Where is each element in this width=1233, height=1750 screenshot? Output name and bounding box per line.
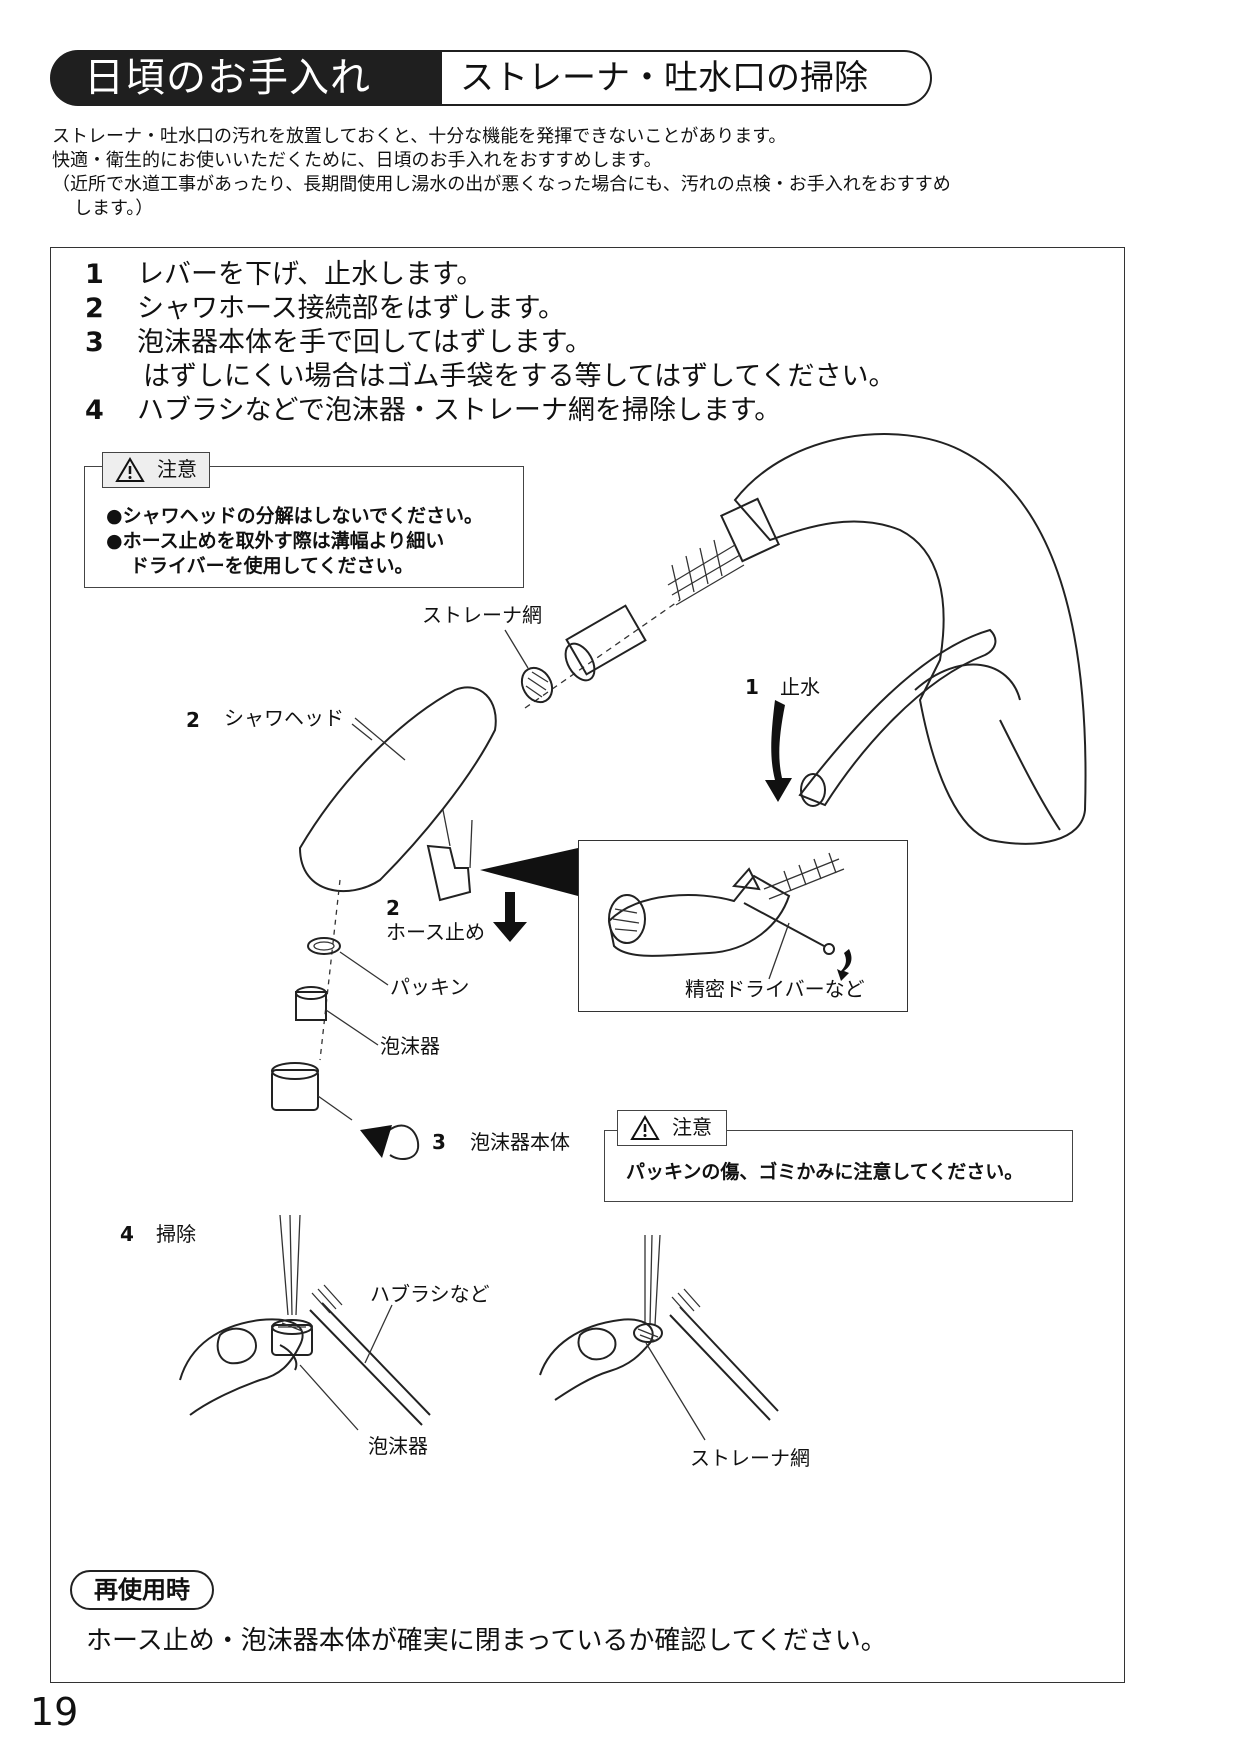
label-stop-water: 止水 bbox=[780, 675, 820, 699]
caution-tag-top: 注意 bbox=[102, 452, 210, 488]
cleaning-illustration bbox=[179, 1215, 779, 1441]
step-1: 1 レバーを下げ、止水します。 bbox=[85, 258, 483, 292]
label-packing: パッキン bbox=[390, 975, 470, 999]
step-number: 3 bbox=[85, 327, 104, 358]
label-hose-stop-number: 2 bbox=[386, 896, 400, 920]
intro-line-1: ストレーナ・吐水口の汚れを放置しておくと、十分な機能を発揮できないことがあります… bbox=[52, 126, 787, 147]
label-strainer-net-bottom: ストレーナ網 bbox=[690, 1446, 810, 1470]
label-hose-stop: ホース止め bbox=[386, 920, 485, 944]
step-3-note: はずしにくい場合はゴム手袋をする等してはずしてください。 bbox=[143, 360, 896, 394]
caution-line-3: ドライバーを使用してください。 bbox=[130, 555, 414, 577]
step-text: ハブラシなどで泡沫器・ストレーナ網を掃除します。 bbox=[137, 395, 782, 426]
instruction-panel bbox=[50, 247, 1125, 1683]
label-aerator-body: 泡沫器本体 bbox=[470, 1130, 570, 1154]
reuse-text: ホース止め・泡沫器本体が確実に閉まっているか確認してください。 bbox=[86, 1626, 887, 1656]
warning-icon bbox=[630, 1115, 660, 1140]
label-strainer-net: ストレーナ網 bbox=[422, 603, 542, 627]
step-text: シャワホース接続部をはずします。 bbox=[137, 293, 565, 324]
intro-line-2: 快適・衛生的にお使いいただくために、日頃のお手入れをおすすめします。 bbox=[52, 150, 662, 171]
label-aerator-bottom: 泡沫器 bbox=[368, 1434, 428, 1458]
step-3: 3 泡沫器本体を手で回してはずします。 bbox=[85, 326, 592, 360]
label-shower-head: シャワヘッド bbox=[224, 706, 344, 730]
section-title: 日頃のお手入れ bbox=[50, 50, 442, 106]
caution-line-2: ●ホース止めを取外す際は溝幅より細い bbox=[106, 530, 445, 552]
label-step1-number: 1 bbox=[745, 675, 759, 699]
screwdriver-detail-illustration bbox=[607, 852, 852, 981]
warning-icon bbox=[115, 457, 145, 482]
label-step3-number: 3 bbox=[432, 1130, 446, 1154]
caution-tag-label: 注意 bbox=[157, 457, 197, 481]
caution-line-1: ●シャワヘッドの分解はしないでください。 bbox=[106, 505, 484, 527]
caution-bottom-text: パッキンの傷、ゴミかみに注意してください。 bbox=[626, 1161, 1024, 1183]
label-step2-number: 2 bbox=[186, 708, 200, 732]
step-number: 4 bbox=[85, 395, 104, 426]
label-cleaning: 掃除 bbox=[156, 1222, 196, 1246]
caution-box-bottom bbox=[604, 1130, 1073, 1202]
caution-box-top bbox=[84, 466, 524, 588]
step-number: 1 bbox=[85, 259, 104, 290]
reuse-tag: 再使用時 bbox=[70, 1570, 214, 1610]
step-text: レバーを下げ、止水します。 bbox=[137, 259, 484, 290]
label-aerator: 泡沫器 bbox=[380, 1034, 440, 1058]
step-4: 4 ハブラシなどで泡沫器・ストレーナ網を掃除します。 bbox=[85, 394, 781, 428]
page-number: 19 bbox=[30, 1690, 79, 1734]
caution-tag-label: 注意 bbox=[672, 1115, 712, 1139]
step-2: 2 シャワホース接続部をはずします。 bbox=[85, 292, 565, 326]
topic-title: ストレーナ・吐水口の掃除 bbox=[442, 50, 932, 106]
step-text: 泡沫器本体を手で回してはずします。 bbox=[137, 327, 592, 358]
caution-tag-bottom: 注意 bbox=[617, 1110, 727, 1146]
detail-inset bbox=[578, 840, 908, 1012]
step-text: はずしにくい場合はゴム手袋をする等してはずしてください。 bbox=[143, 361, 896, 392]
label-screwdriver: 精密ドライバーなど bbox=[685, 977, 865, 1001]
step-number: 2 bbox=[85, 293, 104, 324]
intro-line-4: します。） bbox=[74, 198, 154, 219]
intro-line-3: （近所で水道工事があったり、長期間使用し湯水の出が悪くなった場合にも、汚れの点検… bbox=[52, 174, 951, 195]
label-toothbrush: ハブラシなど bbox=[370, 1282, 490, 1306]
label-step4-number: 4 bbox=[120, 1222, 134, 1246]
